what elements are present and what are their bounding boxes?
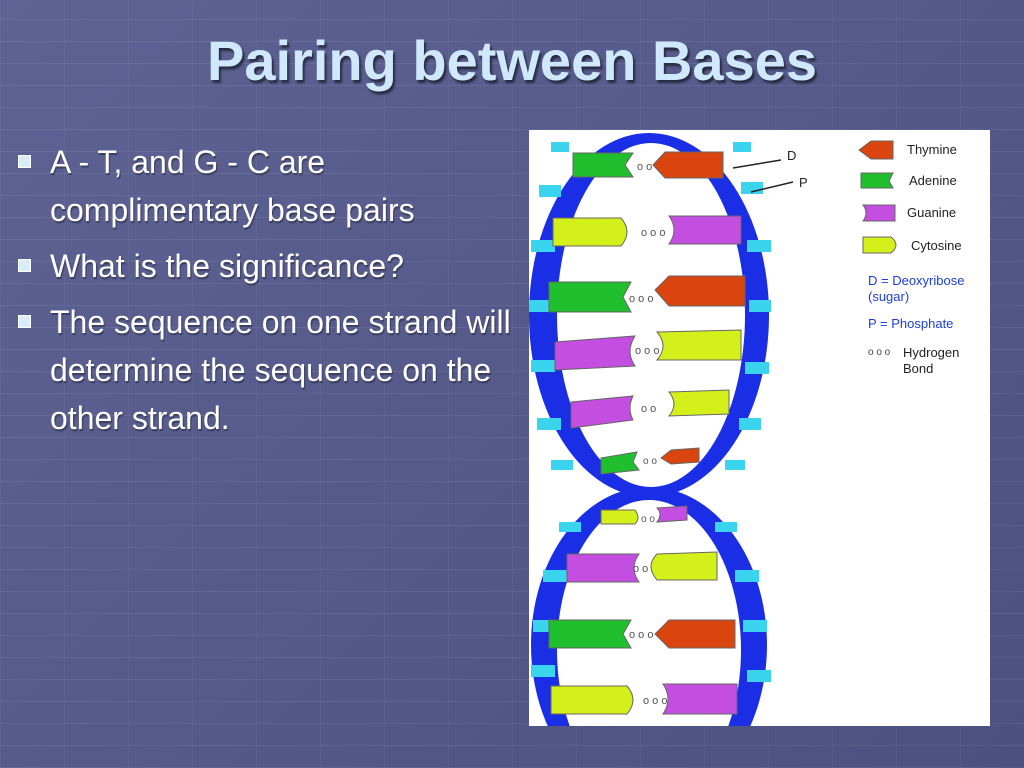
bullet-text: The sequence on one strand will determin… — [50, 304, 511, 436]
legend-cytosine: Cytosine — [911, 238, 962, 253]
dna-helix-illustration: o o o o o o o o o o o o o o o — [529, 133, 964, 726]
guanine-swatch-icon — [862, 204, 896, 222]
svg-text:o o o: o o o — [629, 629, 653, 641]
d-pointer-line — [732, 159, 782, 169]
legend: Thymine Adenine Guanine Cytosine D = Deo… — [858, 140, 964, 376]
label-d: D — [787, 148, 796, 163]
legend-adenine: Adenine — [909, 173, 957, 188]
base-pair: o o — [600, 447, 700, 475]
svg-text:o o o: o o o — [641, 227, 665, 239]
legend-sugar: (sugar) — [868, 289, 909, 304]
dna-diagram: o o o o o o o o o o o o o o o — [529, 130, 990, 726]
base-pair: o o o — [548, 275, 746, 313]
hydrogen-bond-dots-icon: o o o — [868, 347, 891, 358]
bullet-text: A - T, and G - C are complimentary base … — [50, 144, 415, 228]
base-pair: o o o — [550, 683, 738, 715]
base-pair: o o — [600, 505, 688, 525]
legend-bond: Bond — [903, 361, 933, 376]
base-pair: o o o — [548, 619, 736, 649]
adenine-swatch-icon — [860, 172, 894, 189]
slide-title: Pairing between Bases — [206, 29, 817, 92]
svg-text:o o: o o — [637, 161, 652, 173]
svg-text:o o: o o — [641, 514, 655, 525]
svg-text:o o o: o o o — [643, 695, 667, 707]
upper-backbone — [529, 133, 769, 492]
svg-text:o o o: o o o — [629, 293, 653, 305]
base-pair: o o — [566, 551, 718, 583]
legend-phosphate: P = Phosphate — [868, 316, 953, 331]
square-bullet-icon — [18, 315, 31, 328]
legend-guanine: Guanine — [907, 205, 956, 220]
svg-text:o o: o o — [643, 456, 657, 467]
svg-text:o o o: o o o — [635, 345, 659, 357]
legend-hydrogen: Hydrogen — [903, 345, 959, 360]
legend-deoxyribose: D = Deoxyribose — [868, 273, 964, 288]
legend-thymine: Thymine — [907, 142, 957, 157]
p-pointer-line — [750, 181, 794, 193]
cytosine-swatch-icon — [862, 236, 897, 254]
bullet-item: A - T, and G - C are complimentary base … — [14, 138, 514, 234]
base-pair: o o o — [552, 215, 742, 247]
bullet-item: The sequence on one strand will determin… — [14, 298, 514, 442]
label-p: P — [799, 175, 808, 190]
base-pair: o o o — [554, 329, 742, 371]
base-pair: o o — [572, 151, 724, 179]
svg-text:o o: o o — [641, 403, 656, 415]
square-bullet-icon — [18, 155, 31, 168]
phosphate-segments — [529, 142, 771, 682]
svg-text:o o: o o — [633, 563, 648, 575]
bullet-list: A - T, and G - C are complimentary base … — [14, 138, 514, 450]
bullet-text: What is the significance? — [50, 248, 404, 284]
base-pair: o o — [570, 389, 730, 429]
thymine-swatch-icon — [858, 140, 894, 160]
bullet-item: What is the significance? — [14, 242, 514, 290]
square-bullet-icon — [18, 259, 31, 272]
